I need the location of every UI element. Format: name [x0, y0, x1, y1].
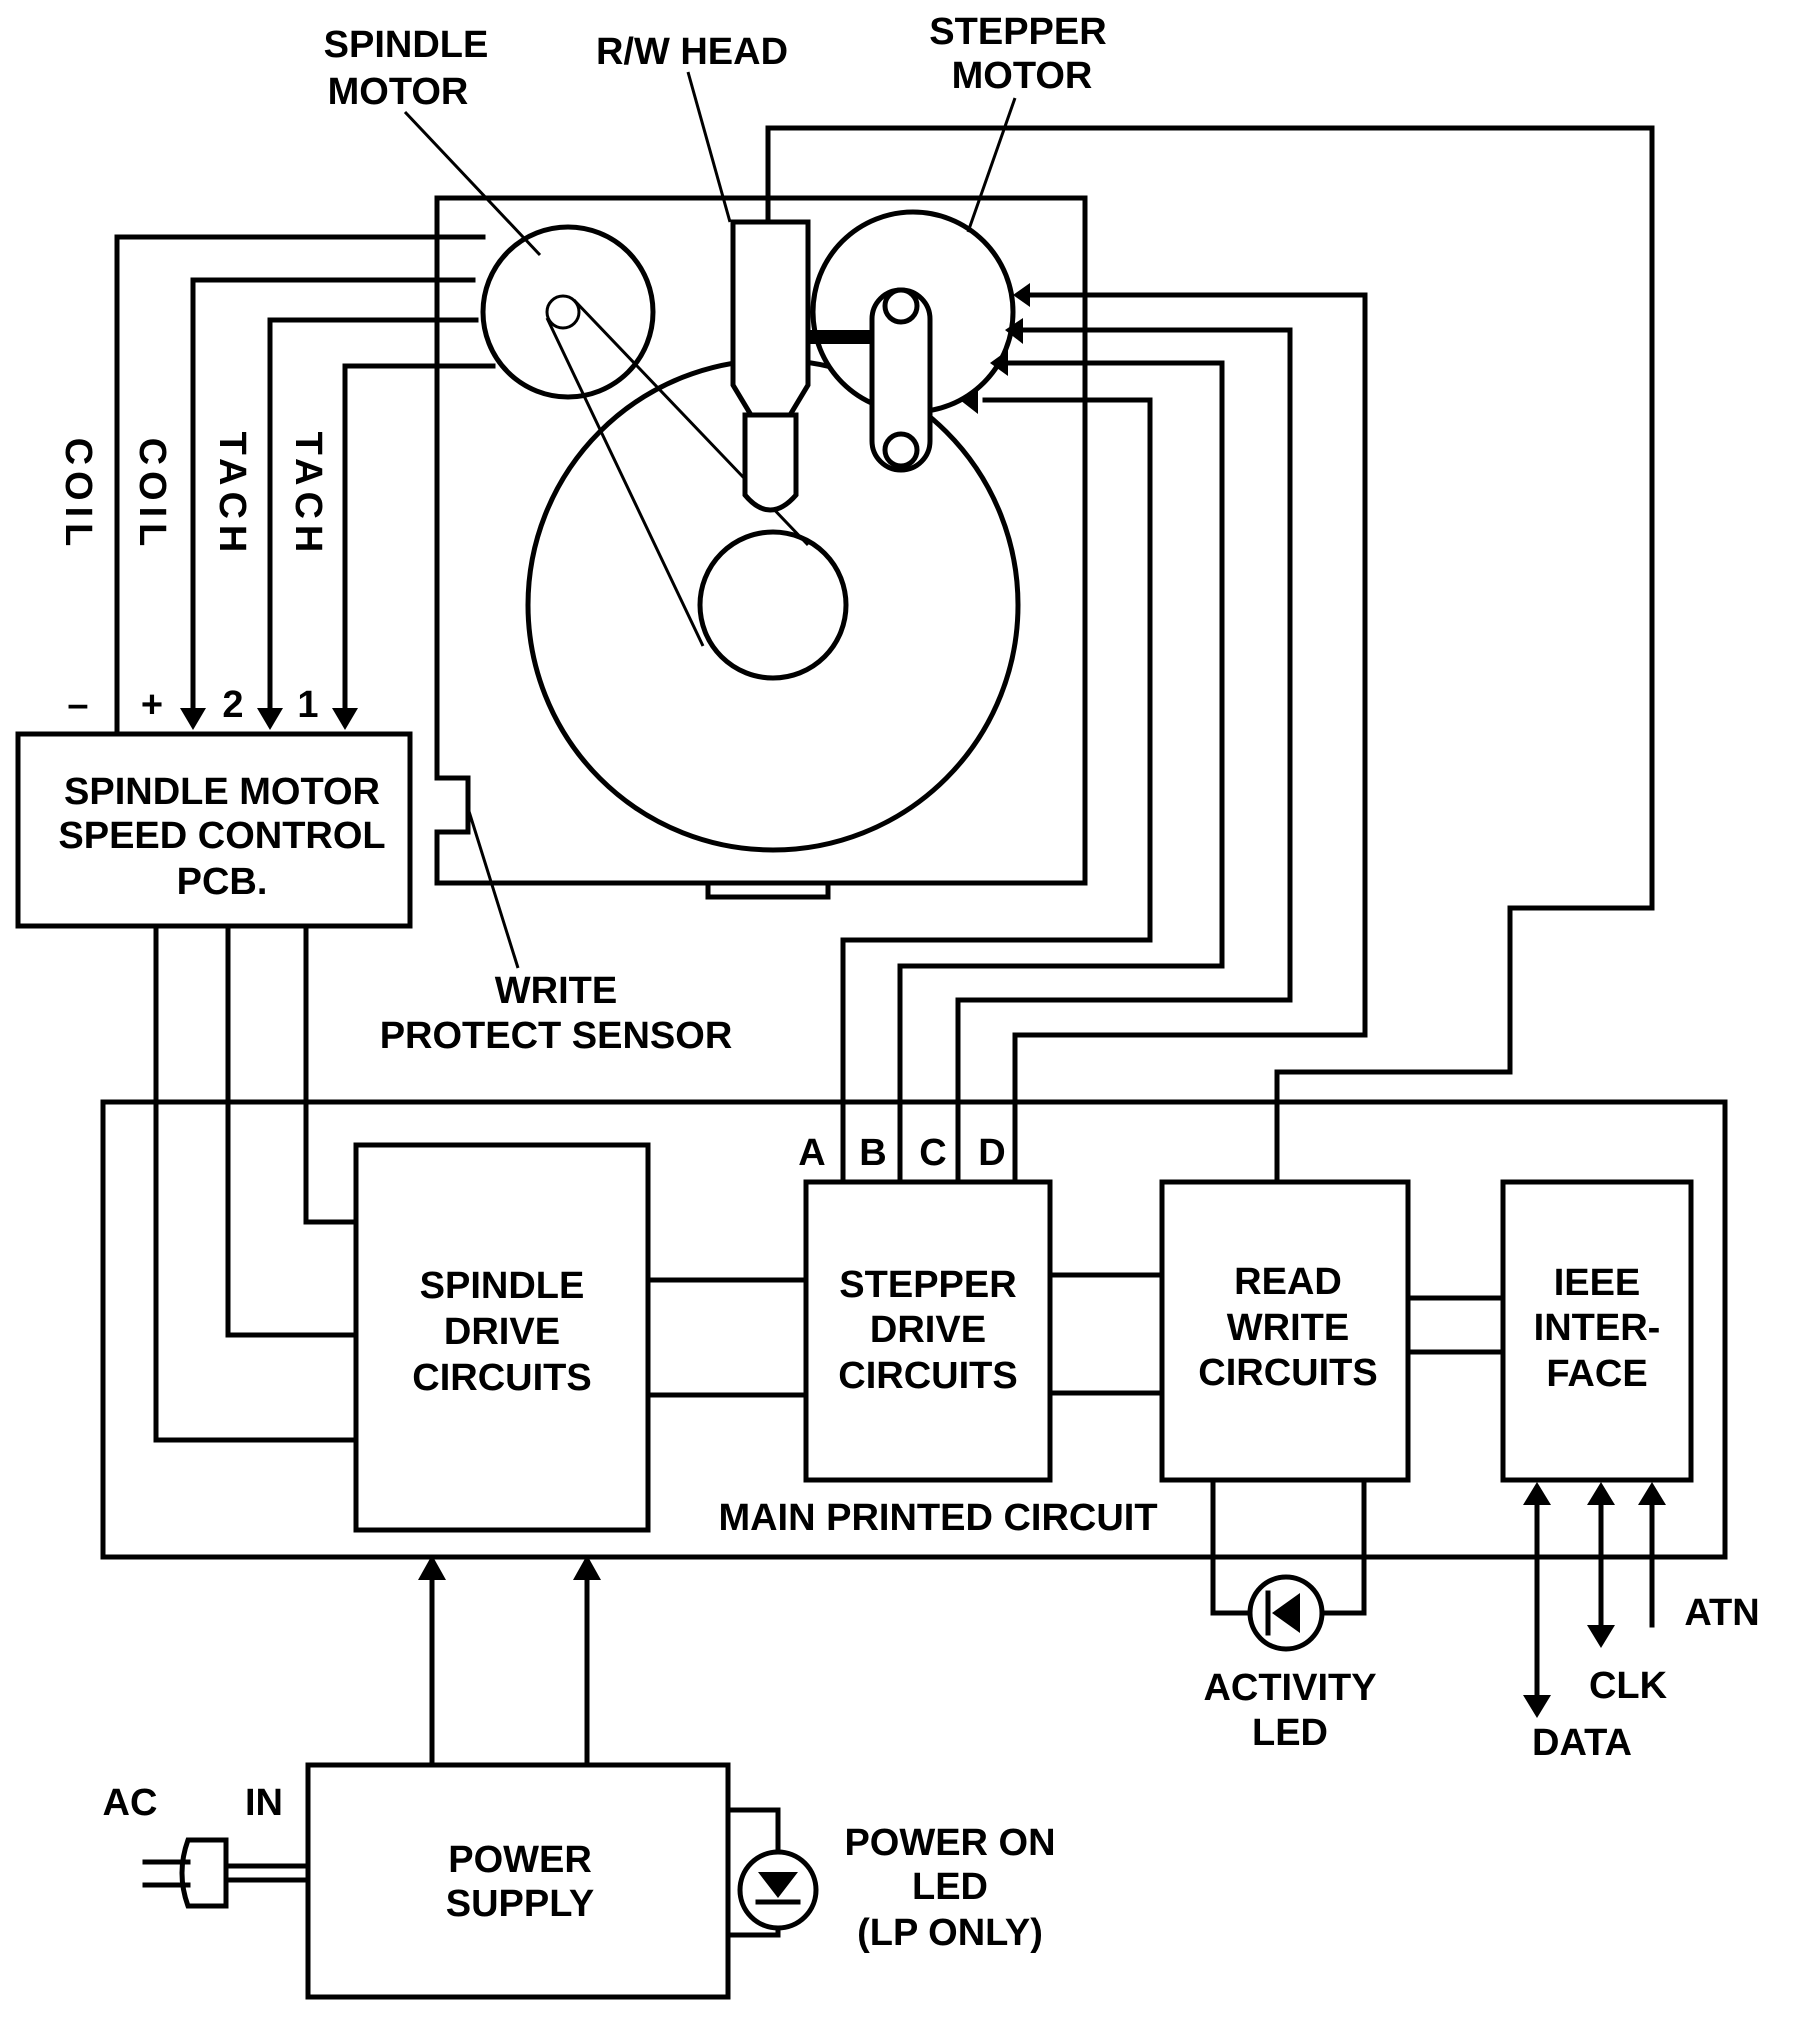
power-on-led-label-3: (LP ONLY) — [857, 1912, 1043, 1954]
stepper-drive-circuits — [803, 1179, 1053, 1483]
stepper-motor-leader — [966, 97, 1017, 233]
spindle-drive-label-2: DRIVE — [444, 1311, 560, 1353]
activity-led-label-2: LED — [1252, 1712, 1328, 1754]
power-on-led-label-2: LED — [912, 1866, 988, 1908]
power-on-led-icon — [725, 1807, 819, 1938]
stepper-motor-label-2: MOTOR — [952, 55, 1093, 97]
rw-head-label: R/W HEAD — [596, 31, 788, 73]
power-lines — [418, 1555, 601, 1768]
ieee-interface — [1500, 1179, 1694, 1483]
activity-led-label-1: ACTIVITY — [1203, 1667, 1376, 1709]
chassis-foot — [705, 880, 831, 900]
write-protect-label-2: PROTECT SENSOR — [380, 1015, 733, 1057]
stepper-drive-label-2: DRIVE — [870, 1309, 986, 1351]
phase-a-label: A — [798, 1132, 825, 1174]
tach2-label: TACH — [211, 432, 253, 559]
drive-mechanism — [403, 71, 1088, 969]
ieee-label-3: FACE — [1546, 1353, 1647, 1395]
phase-d-label: D — [978, 1132, 1005, 1174]
phase-b-label: B — [859, 1132, 886, 1174]
atn-label: ATN — [1684, 1592, 1759, 1634]
ac-label: AC — [103, 1782, 158, 1824]
spindle-motor-label-1: SPINDLE — [324, 24, 489, 66]
spindle-drive-circuits — [353, 1142, 651, 1533]
power-supply-label-1: POWER — [448, 1839, 592, 1881]
disk-hub — [697, 529, 849, 681]
head-carriage-arm — [810, 330, 874, 344]
speed-control-arrows — [180, 708, 358, 730]
speed-control-label-2: SPEED CONTROL — [58, 815, 385, 857]
spindle-motor-wires — [114, 234, 496, 737]
cam-pin-top — [882, 287, 920, 325]
speed-control-pcb — [15, 731, 413, 929]
pin-minus-label: – — [67, 684, 88, 726]
speed-control-label-1: SPINDLE MOTOR — [64, 771, 380, 813]
cam-pin-bottom — [882, 431, 920, 469]
ieee-bus-lines — [1523, 1482, 1666, 1718]
read-write-label-1: READ — [1234, 1261, 1342, 1303]
spindle-drive-label-3: CIRCUITS — [412, 1357, 591, 1399]
spindle-motor-pulley — [480, 224, 656, 400]
rw-head-wire — [765, 125, 1655, 1185]
stepper-motor-label-1: STEPPER — [929, 11, 1106, 53]
clk-label: CLK — [1589, 1665, 1668, 1707]
stepper-drive-label-3: CIRCUITS — [838, 1355, 1017, 1397]
ac-plug-icon — [142, 1837, 311, 1909]
spindle-drive-label-1: SPINDLE — [420, 1265, 585, 1307]
activity-led-icon — [1210, 1477, 1367, 1652]
main-pcb-label: MAIN PRINTED CIRCUIT — [718, 1497, 1157, 1539]
text-labels: SPINDLE MOTOR R/W HEAD STEPPER MOTOR COI… — [57, 11, 1760, 1954]
coil-minus-label: COIL — [57, 438, 99, 553]
speed-control-to-spindle-drive — [153, 923, 359, 1443]
power-on-led-label-1: POWER ON — [844, 1822, 1055, 1864]
spindle-motor-label-2: MOTOR — [328, 71, 469, 113]
write-protect-label-1: WRITE — [495, 970, 617, 1012]
rw-head — [730, 219, 811, 418]
pin-plus-label: + — [141, 684, 163, 726]
data-label: DATA — [1532, 1722, 1632, 1764]
stepper-drive-label-1: STEPPER — [839, 1264, 1016, 1306]
read-write-label-3: CIRCUITS — [1198, 1352, 1377, 1394]
in-label: IN — [245, 1782, 283, 1824]
power-supply-label-2: SUPPLY — [446, 1883, 595, 1925]
write-protect-leader — [465, 804, 520, 969]
read-write-circuits — [1159, 1179, 1411, 1483]
power-supply — [305, 1762, 731, 2000]
drive-belt-a — [545, 317, 705, 647]
internal-buses — [645, 1272, 1506, 1398]
ieee-label-2: INTER- — [1534, 1307, 1661, 1349]
read-write-label-2: WRITE — [1227, 1307, 1349, 1349]
spindle-motor-leader — [403, 110, 542, 257]
stepper-phase-wires — [840, 283, 1368, 1185]
tach1-label: TACH — [287, 432, 329, 559]
phase-c-label: C — [919, 1132, 946, 1174]
speed-control-label-3: PCB. — [177, 861, 268, 903]
pin-1-label: 1 — [297, 684, 318, 726]
rw-head-leader — [686, 71, 732, 223]
rw-head-tip — [742, 412, 799, 513]
spindle-shaft — [545, 294, 581, 330]
coil-plus-label: COIL — [131, 438, 173, 553]
ieee-label-1: IEEE — [1554, 1262, 1641, 1304]
pin-2-label: 2 — [222, 684, 243, 726]
